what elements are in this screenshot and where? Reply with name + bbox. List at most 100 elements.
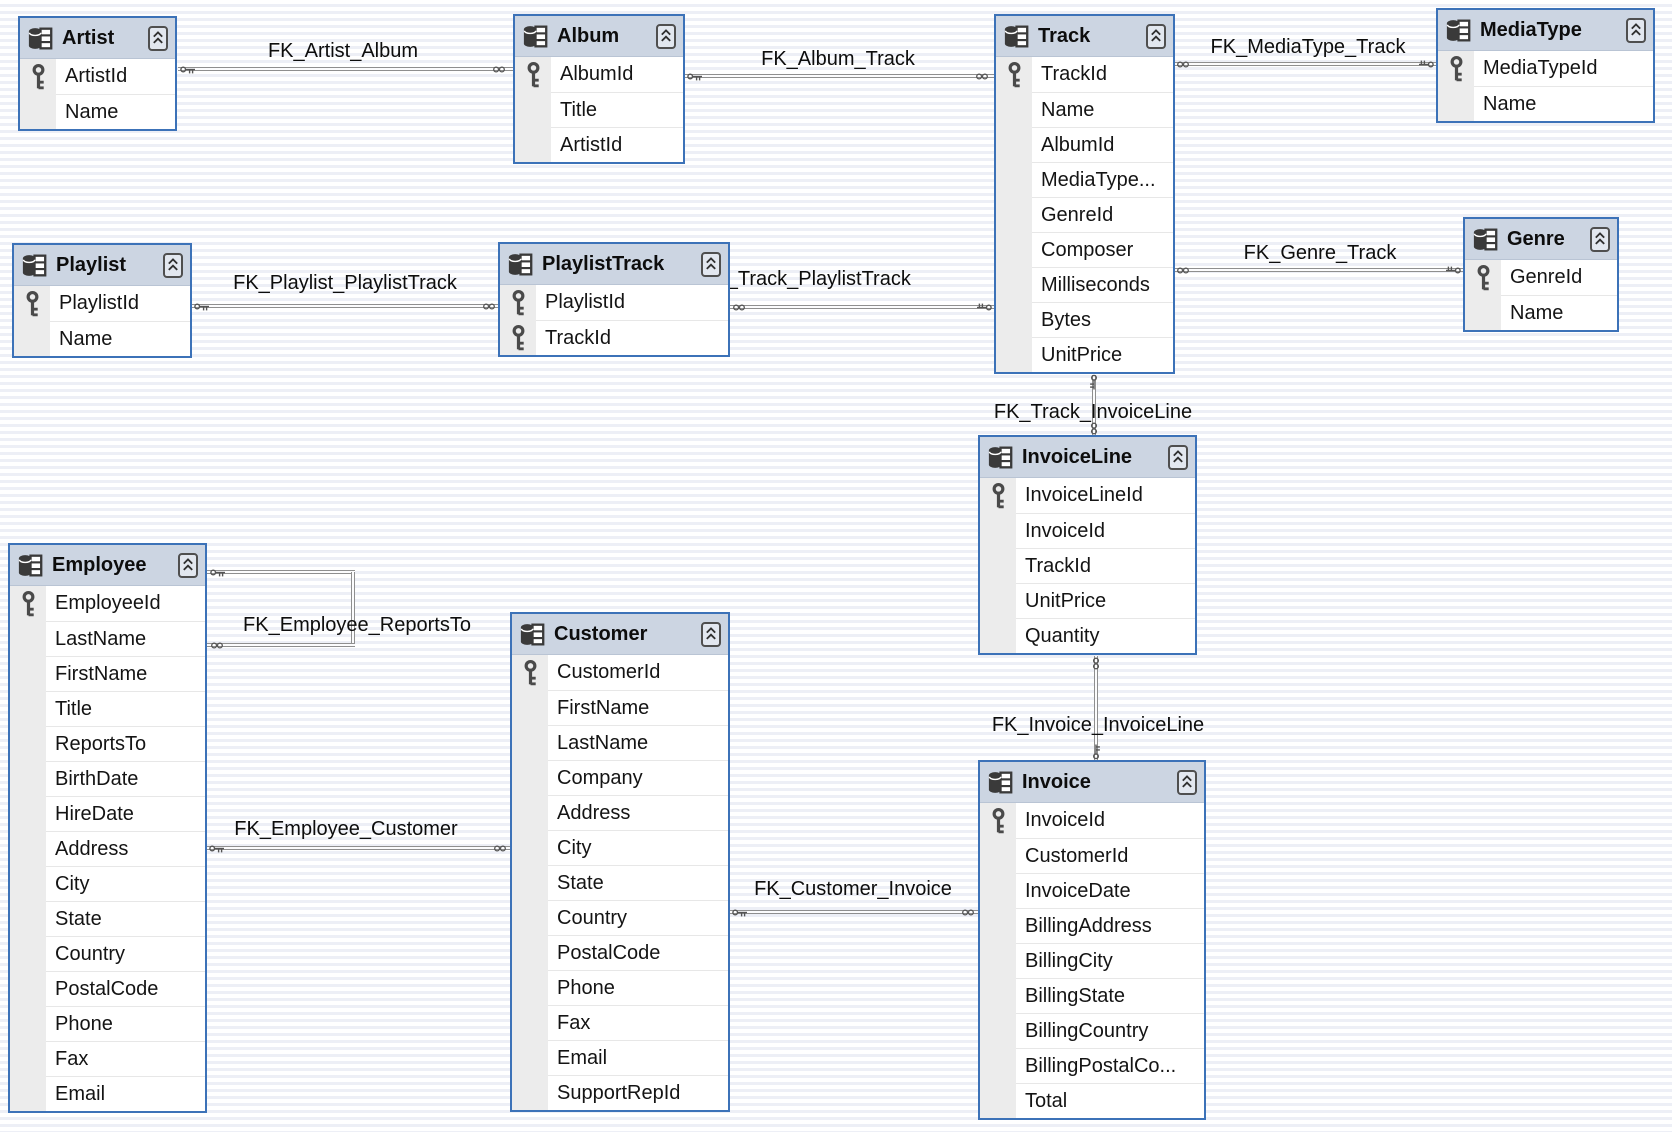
column-row[interactable]: FirstName [10,656,205,691]
relationship-line[interactable] [1175,268,1463,272]
relationship-label[interactable]: FK_Album_Track [761,48,915,70]
table-header[interactable]: Customer [512,614,728,655]
column-row[interactable]: ReportsTo [10,726,205,761]
relationship-line[interactable] [1175,62,1436,66]
collapse-chevrons-icon[interactable] [656,23,676,49]
relationship-label[interactable]: FK_Playlist_PlaylistTrack [233,272,457,294]
column-row[interactable]: BillingCity [980,943,1204,978]
column-row[interactable]: BillingAddress [980,908,1204,943]
column-row[interactable]: LastName [10,621,205,656]
relationship-label[interactable]: FK_Employee_ReportsTo [243,614,471,636]
relationship-line[interactable] [178,67,513,71]
column-row[interactable]: State [10,901,205,936]
table-header[interactable]: Invoice [980,762,1204,803]
collapse-chevrons-icon[interactable] [1590,226,1610,252]
table-header[interactable]: Employee [10,545,205,586]
collapse-chevrons-icon[interactable] [148,25,168,51]
column-row[interactable]: State [512,865,728,900]
collapse-chevrons-icon[interactable] [701,621,721,647]
relationship-line[interactable] [207,643,355,647]
relationship-label[interactable]: FK_Track_InvoiceLine [993,401,1193,423]
column-row[interactable]: Name [1438,86,1653,121]
column-row[interactable]: MediaType... [996,162,1173,197]
column-row[interactable]: TrackId [996,57,1173,92]
column-row[interactable]: AlbumId [515,57,683,92]
relationship-label[interactable]: FK_Artist_Album [267,40,419,62]
collapse-chevrons-icon[interactable] [178,552,198,578]
column-row[interactable]: BirthDate [10,761,205,796]
collapse-chevrons-icon[interactable] [1146,23,1166,49]
column-row[interactable]: PlaylistId [500,285,728,320]
column-row[interactable]: BillingState [980,978,1204,1013]
column-row[interactable]: Phone [10,1006,205,1041]
table-header[interactable]: Playlist [14,245,190,286]
column-row[interactable]: Name [14,321,190,356]
relationship-label[interactable]: FK_Invoice_InvoiceLine [991,714,1205,736]
column-row[interactable]: InvoiceId [980,803,1204,838]
table-header[interactable]: Track [996,16,1173,57]
relationship-label[interactable]: FK_Genre_Track [1243,242,1397,264]
column-row[interactable]: TrackId [980,548,1195,583]
collapse-chevrons-icon[interactable] [1168,444,1188,470]
column-row[interactable]: ArtistId [515,127,683,162]
column-row[interactable]: BillingCountry [980,1013,1204,1048]
relationship-line[interactable] [730,910,978,914]
column-row[interactable]: UnitPrice [980,583,1195,618]
relationship-label[interactable]: FK_Customer_Invoice [754,878,952,900]
relationship-line[interactable] [207,846,510,850]
column-row[interactable]: Address [10,831,205,866]
column-row[interactable]: UnitPrice [996,337,1173,372]
collapse-chevrons-icon[interactable] [1177,769,1197,795]
column-row[interactable]: Fax [512,1005,728,1040]
column-row[interactable]: Title [10,691,205,726]
column-row[interactable]: Phone [512,970,728,1005]
table-header[interactable]: MediaType [1438,10,1653,51]
column-row[interactable]: PostalCode [10,971,205,1006]
column-row[interactable]: FirstName [512,690,728,725]
column-row[interactable]: TrackId [500,320,728,355]
relationship-line[interactable] [207,570,355,574]
column-row[interactable]: EmployeeId [10,586,205,621]
column-row[interactable]: City [10,866,205,901]
table-header[interactable]: Artist [20,18,175,59]
column-row[interactable]: CustomerId [980,838,1204,873]
column-row[interactable]: Composer [996,232,1173,267]
relationship-line[interactable] [1094,656,1098,760]
column-row[interactable]: Title [515,92,683,127]
column-row[interactable]: GenreId [996,197,1173,232]
column-row[interactable]: LastName [512,725,728,760]
column-row[interactable]: Fax [10,1041,205,1076]
relationship-label[interactable]: FK_Track_PlaylistTrack [701,268,911,290]
relationship-line[interactable] [685,74,994,78]
column-row[interactable]: HireDate [10,796,205,831]
relationship-line[interactable] [730,305,994,309]
table-header[interactable]: Genre [1465,219,1617,260]
column-row[interactable]: Country [512,900,728,935]
table-header[interactable]: Album [515,16,683,57]
column-row[interactable]: MediaTypeId [1438,51,1653,86]
relationship-line[interactable] [351,572,355,645]
column-row[interactable]: AlbumId [996,127,1173,162]
column-row[interactable]: InvoiceId [980,513,1195,548]
column-row[interactable]: PlaylistId [14,286,190,321]
column-row[interactable]: Email [512,1040,728,1075]
column-row[interactable]: InvoiceLineId [980,478,1195,513]
table-header[interactable]: PlaylistTrack [500,244,728,285]
column-row[interactable]: BillingPostalCo... [980,1048,1204,1083]
column-row[interactable]: Bytes [996,302,1173,337]
column-row[interactable]: Address [512,795,728,830]
column-row[interactable]: ArtistId [20,59,175,94]
column-row[interactable]: Company [512,760,728,795]
collapse-chevrons-icon[interactable] [1626,17,1646,43]
